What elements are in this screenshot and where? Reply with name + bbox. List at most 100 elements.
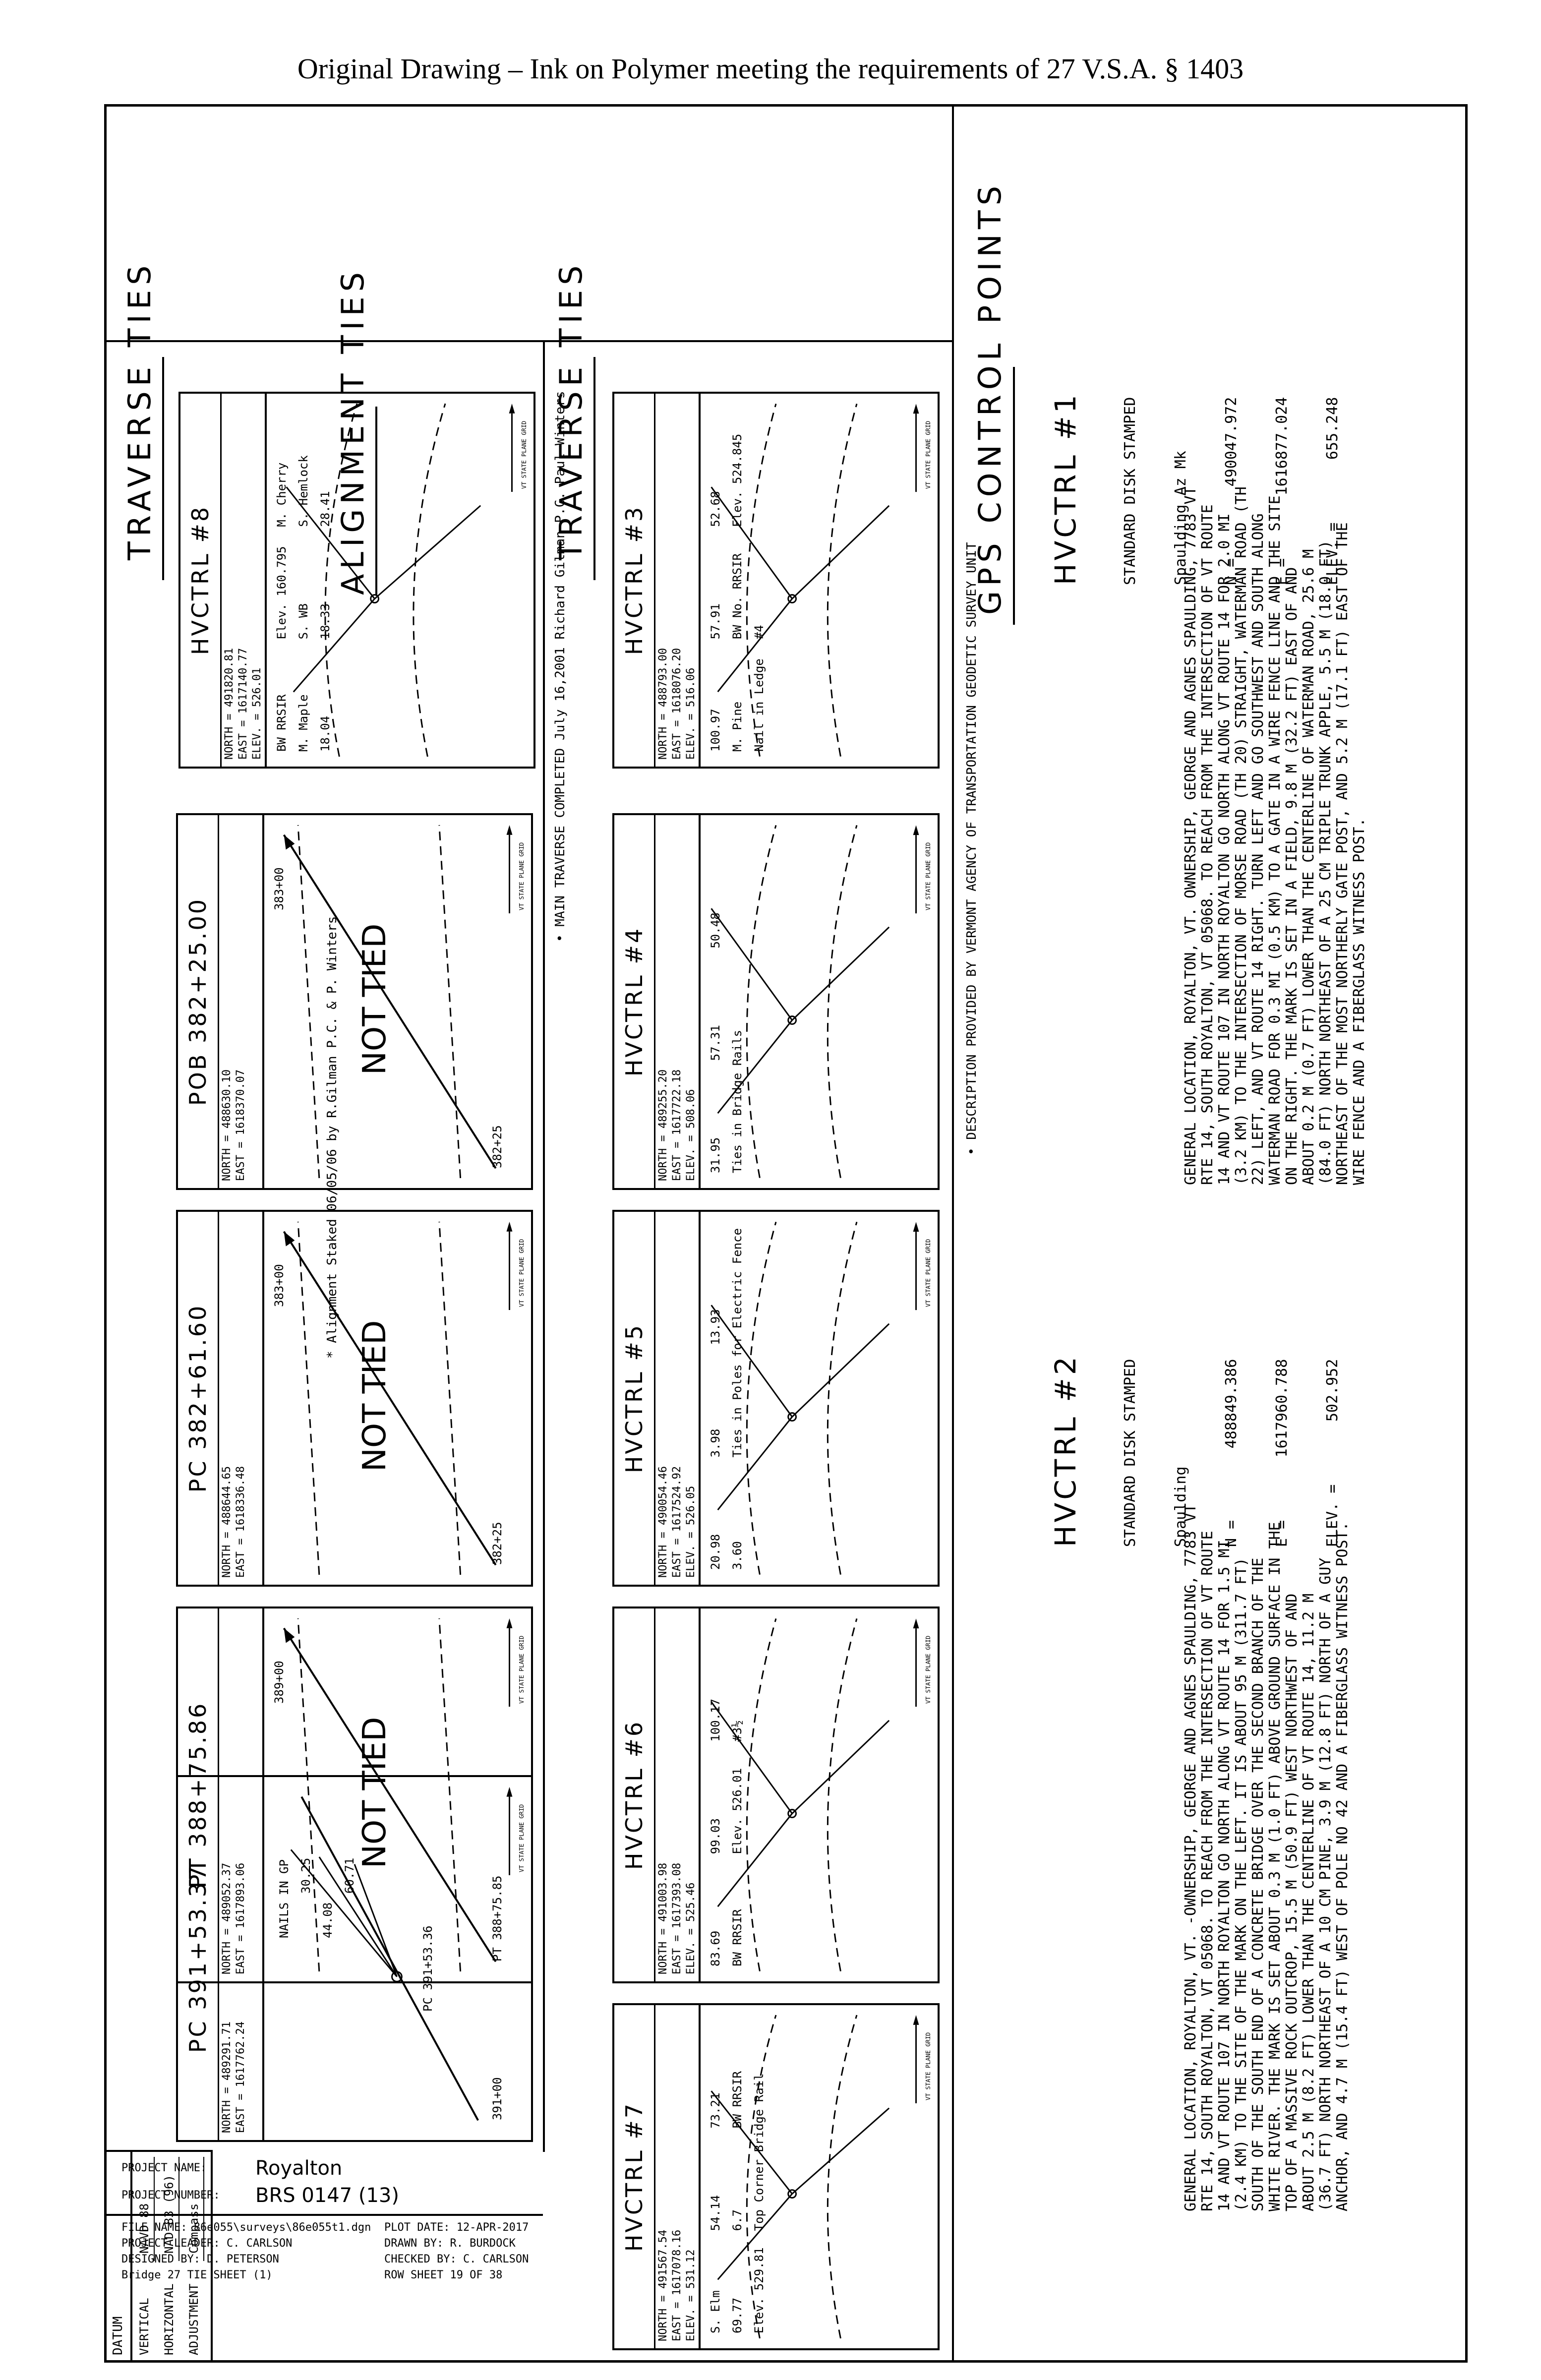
rotated-sheet-content: DATUM VERTICAL NAVD 88 HORIZONTAL NAD 83… xyxy=(107,107,1465,2360)
tie-sketch-label: 30.25 xyxy=(299,1857,313,1894)
gps-description-line: 14 AND VT ROUTE 107 IN NORTH ROYALTON GO… xyxy=(1216,1540,1233,2211)
tie-sketch-label: 3.98 xyxy=(709,1428,722,1458)
gps-description-line: (2.4 KM) TO THE SITE OF THE MARK ON THE … xyxy=(1233,1557,1250,2212)
gps-hvctrl2-title: HVCTRL #2 xyxy=(1049,1354,1082,1547)
gps-hvctrl1-title: HVCTRL #1 xyxy=(1049,392,1082,585)
gps-description-line: ANCHOR, AND 4.7 M (15.4 FT) WEST OF POLE… xyxy=(1334,1522,1351,2211)
gps-description-line: SOUTH OF THE SOUTH END OF A CONCRETE BRI… xyxy=(1249,1557,1267,2212)
tie-sketch-label: 13.93 xyxy=(709,1309,722,1345)
tie-sketch xyxy=(711,403,919,757)
tie-sketch-label: Elev. 529.81 xyxy=(752,2247,766,2333)
tie-sketch-label: Ties in Bridge Rails xyxy=(730,1030,744,1173)
tie-sketch-label: BW No. RRSIR xyxy=(730,553,744,640)
tie-sketch-label: 6.7 xyxy=(730,2209,744,2231)
tie-sketch-label: 100.97 xyxy=(709,709,722,752)
station-label: 383+00 xyxy=(272,1264,286,1307)
sheet-border: DATUM VERTICAL NAVD 88 HORIZONTAL NAD 83… xyxy=(104,104,1468,2363)
gps-description-line: ABOUT 0.2 M (0.7 FT) LOWER THAN THE CENT… xyxy=(1300,549,1317,1185)
tie-sketch xyxy=(711,1618,919,1971)
not-tied-label: NOT TIED xyxy=(356,1320,393,1472)
gps-description-line: 22) LEFT, AND VT ROUTE 14 RIGHT. TURN LE… xyxy=(1249,513,1267,1185)
station-label: 382+25 xyxy=(490,1522,504,1565)
tie-sketch-label: Elev. 526.01 xyxy=(730,1768,744,1854)
tie-sketch xyxy=(290,1786,513,2121)
tie-sketch-label: M. Pine xyxy=(730,701,744,752)
tie-sketch-label: M. Cherry xyxy=(275,462,289,527)
gps-hvctrl1-description: GENERAL LOCATION, ROYALTON, VT. OWNERSHI… xyxy=(1182,486,1368,1185)
plot-date: PLOT DATE: 12-APR-2017 xyxy=(384,2221,529,2234)
tie-sketch-label: 18.33 xyxy=(318,603,332,640)
gps-description-line: ABOUT 2.5 M (8.2 FT) LOWER THAN THE CENT… xyxy=(1300,1593,1317,2211)
tie-sketch-label: Ties in Poles for Electric Fence xyxy=(730,1228,744,1458)
gps-hvctrl2-line: STANDARD DISK STAMPED xyxy=(1122,1359,1139,1547)
tie-sketch-label: 69.77 xyxy=(730,2297,744,2333)
station-label: 389+00 xyxy=(272,1661,286,1704)
tie-sketch xyxy=(711,1221,919,1575)
tie-sketch xyxy=(283,1221,513,1575)
tie-sketch-label: 100.17 xyxy=(709,1698,722,1742)
bridge-tie-sheet: Bridge 27 TIE SHEET (1) xyxy=(121,2269,273,2281)
project-number: BRS 0147 (13) xyxy=(255,2184,399,2207)
tie-sketch-label: BW RRSIR xyxy=(730,1909,744,1966)
column-divider-1 xyxy=(543,342,545,2152)
tie-sketch-label: Elev. 160.795 xyxy=(275,546,289,640)
tie-sketch-label: 99.03 xyxy=(709,1818,722,1854)
gps-description-line: WHITE RIVER. THE MARK IS SET ABOUT 0.3 M… xyxy=(1266,1522,1284,2211)
tie-sketch-label: 50.48 xyxy=(709,912,722,949)
tie-sketch-label: 52.68 xyxy=(709,491,722,527)
gps-description-line: (84.0 FT) NORTH NORTHEAST OF A 25 CM TRI… xyxy=(1317,540,1334,1185)
polymer-drawing-note: Original Drawing – Ink on Polymer meetin… xyxy=(297,53,1244,85)
tie-sketch-label: 3.60 xyxy=(730,1541,744,1570)
tie-sketch-label: 54.14 xyxy=(709,2195,722,2231)
gps-description-line: (3.2 KM) TO THE INTERSECTION OF MORSE RO… xyxy=(1233,486,1250,1185)
title-block-divider xyxy=(107,340,952,342)
station-label: 383+00 xyxy=(272,867,286,910)
tie-sketch xyxy=(283,825,513,1179)
tie-sketch-label: 18.04 xyxy=(318,715,332,752)
tie-sketch-label: S. WB xyxy=(296,603,310,640)
tie-sketch-label: Nail in Ledge xyxy=(752,658,766,752)
station-label: PC 391+53.36 xyxy=(420,1925,435,2012)
tie-sketch-label: 83.69 xyxy=(709,1930,722,1966)
gps-description-line: WATERMAN ROAD FOR 0.3 MI (0.5 KM) TO A G… xyxy=(1266,495,1284,1185)
designed-by: DESIGNED BY: D. PETERSON xyxy=(121,2253,279,2265)
project-number-label: PROJECT NUMBER: xyxy=(121,2189,220,2202)
station-label: 391+00 xyxy=(490,2077,504,2120)
title-block-panel: PROJECT NAME: Royalton PROJECT NUMBER: B… xyxy=(107,2152,543,2355)
gps-description-line: RTE 14, SOUTH ROYALTON, VT 05068. TO REA… xyxy=(1199,504,1216,1185)
gps-description-line: TOP OF A MASSIVE ROCK OUTCROP, 15.5 M (5… xyxy=(1283,1593,1301,2211)
project-name-label: PROJECT NAME: xyxy=(121,2162,207,2174)
tie-sketch xyxy=(286,403,515,757)
tie-sketch-label: Top Corner Bridge Rail xyxy=(752,2073,766,2231)
tie-sketch-label: BW RRSIR xyxy=(730,2071,744,2129)
tie-sketch-label: 20.98 xyxy=(709,1534,722,1570)
tie-sketch xyxy=(711,2015,919,2339)
tie-sketch-label: S. Hemlock xyxy=(296,455,310,527)
not-tied-label: NOT TIED xyxy=(356,923,393,1075)
tie-sketch-label: Elev. 524.845 xyxy=(730,433,744,527)
tie-sketch-label: 60.71 xyxy=(343,1857,356,1894)
tie-sketch-label: 28.41 xyxy=(318,491,332,527)
gps-description-line: (36.7 FT) NORTH NORTHEAST OF A 10 CM PIN… xyxy=(1317,1557,1334,2212)
tie-sketch-label: 31.95 xyxy=(709,1137,722,1173)
title-block-rotated: PROJECT NAME: Royalton PROJECT NUMBER: B… xyxy=(107,2152,543,2355)
tie-sketch-label: #3½ xyxy=(730,1720,744,1742)
tie-sketch-label: S. Elm xyxy=(709,2290,722,2333)
project-name: Royalton xyxy=(255,2157,343,2180)
tie-sketch-label: NAILS IN GP xyxy=(277,1859,291,1938)
gps-description-line: 14 AND VT ROUTE 107 IN NORTH ROYALTON GO… xyxy=(1216,513,1233,1185)
tie-sketch-label: 73.21 xyxy=(709,2092,722,2129)
tie-sketch xyxy=(283,1618,513,1972)
column-divider-2 xyxy=(952,107,954,2360)
tie-sketch-label: 44.08 xyxy=(321,1902,335,1938)
